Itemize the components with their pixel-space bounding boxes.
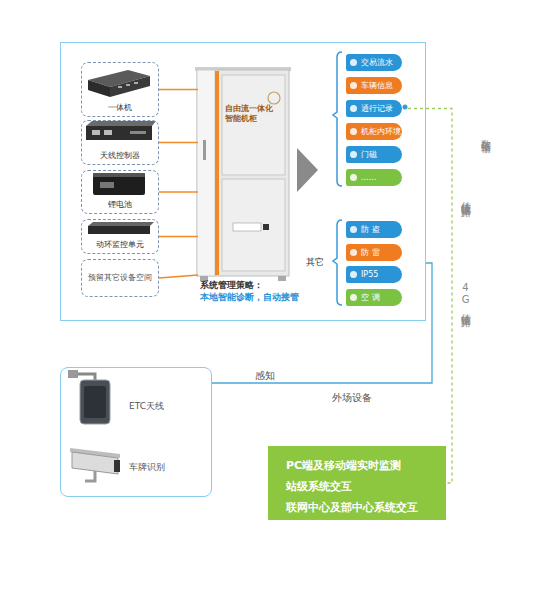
node-text: 空 调 — [361, 292, 380, 303]
data-pill: 车辆信息 — [346, 77, 402, 94]
device-body — [86, 126, 152, 140]
device-port — [92, 130, 100, 135]
camera-mount — [85, 471, 95, 481]
node-text: IP55 — [361, 270, 378, 279]
node-text: 车牌识别 — [129, 461, 165, 474]
platform-box: PC端及移动端实时监测站级系统交互联网中心及部中心系统交互 — [268, 446, 446, 520]
feature-pill: IP55 — [346, 266, 402, 283]
link-dot — [403, 105, 408, 110]
field-device: ETC天线 — [67, 375, 207, 437]
device-top — [86, 121, 156, 126]
node-text: 交易流水 — [361, 57, 393, 68]
field-device: 车牌识别 — [67, 441, 207, 493]
reserved-box: 预留其它设备空间 — [81, 259, 159, 297]
system-panel: 一体机天线控制器锂电池动环监控单元预留其它设备空间 自由流一体化 智能机柜 交易流水… — [60, 42, 426, 321]
cabinet-door — [222, 179, 285, 271]
node-text: 锂电池 — [108, 200, 132, 210]
feature-pill: 防 雷 — [346, 244, 402, 261]
device-port — [130, 131, 146, 134]
node-text: 预留其它设备空间 — [88, 273, 152, 283]
group-label: 其它 — [306, 256, 324, 269]
data-pill: 门磁 — [346, 146, 402, 163]
device-port — [104, 130, 112, 135]
link-label: 数据传输 — [478, 132, 492, 136]
battery-panel — [100, 182, 114, 188]
data-pill: 交易流水 — [346, 54, 402, 71]
node-text: 站级系统交互 — [286, 476, 446, 497]
connector — [159, 275, 198, 278]
cabinet-handle — [203, 140, 206, 160]
node-text: 机柜内环境 — [361, 126, 401, 137]
camera-body — [72, 452, 118, 474]
battery-body — [93, 173, 145, 195]
node-text: 防 雷 — [361, 247, 380, 258]
antenna-mount — [77, 374, 95, 380]
connector — [159, 142, 198, 143]
group-bracket — [333, 220, 342, 305]
strategy-title: 系统管理策略： — [200, 279, 263, 292]
field-panel: ETC天线车牌识别 — [60, 367, 212, 497]
cabinet-leg — [278, 276, 286, 281]
group-bracket — [333, 52, 342, 186]
device-port — [126, 84, 130, 86]
data-pill: ...... — [346, 169, 402, 186]
antenna-mount — [68, 370, 78, 378]
link-label: 4G传输链路 — [458, 282, 472, 310]
node-text: 一体机 — [108, 103, 132, 113]
link-label: 传统传输链路 — [458, 194, 472, 200]
device-box: 天线控制器 — [81, 120, 159, 165]
connector — [159, 236, 198, 237]
node-text: 通行记录 — [361, 103, 393, 114]
cabinet-logo — [268, 92, 280, 104]
flow-chevron — [297, 148, 318, 192]
etc-antenna-face — [84, 386, 106, 418]
device-top — [88, 222, 154, 226]
cabinet: 自由流一体化 智能机柜 — [198, 71, 290, 277]
node-text: 天线控制器 — [100, 151, 140, 161]
edge-label: 感知 — [255, 369, 275, 383]
device-port — [118, 86, 122, 88]
node-text: 自由流一体化 智能机柜 — [225, 104, 275, 124]
cabinet-body — [197, 70, 289, 276]
device-port — [134, 82, 138, 84]
node-text: ...... — [361, 173, 376, 182]
data-pill: 通行记录 — [346, 100, 402, 117]
cabinet-stripe — [215, 71, 219, 275]
cabinet-sticker — [263, 224, 269, 230]
etc-antenna — [80, 380, 110, 424]
camera-lens — [114, 460, 120, 472]
data-pill: 机柜内环境 — [346, 123, 402, 140]
node-text: 防 盗 — [361, 224, 380, 235]
cabinet-sticker — [233, 223, 261, 231]
node-text: 联网中心及部中心系统交互 — [286, 497, 446, 518]
node-text: 车辆信息 — [361, 80, 393, 91]
device-side — [110, 76, 150, 97]
node-text: ETC天线 — [129, 400, 164, 413]
node-text: 动环监控单元 — [96, 240, 144, 250]
cabinet-side — [197, 70, 215, 276]
node-text: 门磁 — [361, 149, 377, 160]
connector — [408, 109, 452, 484]
device-body — [88, 226, 150, 234]
device-box: 锂电池 — [81, 170, 159, 214]
node-text: PC端及移动端实时监测 — [286, 455, 446, 476]
cabinet-door — [222, 75, 285, 175]
device-box: 动环监控单元 — [81, 219, 159, 254]
device-box: 一体机 — [81, 62, 159, 117]
device-front — [88, 80, 110, 97]
group-label: 外场设备 — [332, 391, 372, 405]
feature-pill: 空 调 — [346, 289, 402, 306]
battery-top — [93, 173, 145, 177]
strategy-text: 本地智能诊断，自动接管 — [200, 291, 299, 304]
connector — [159, 89, 198, 90]
feature-pill: 防 盗 — [346, 221, 402, 238]
connector — [159, 191, 198, 192]
